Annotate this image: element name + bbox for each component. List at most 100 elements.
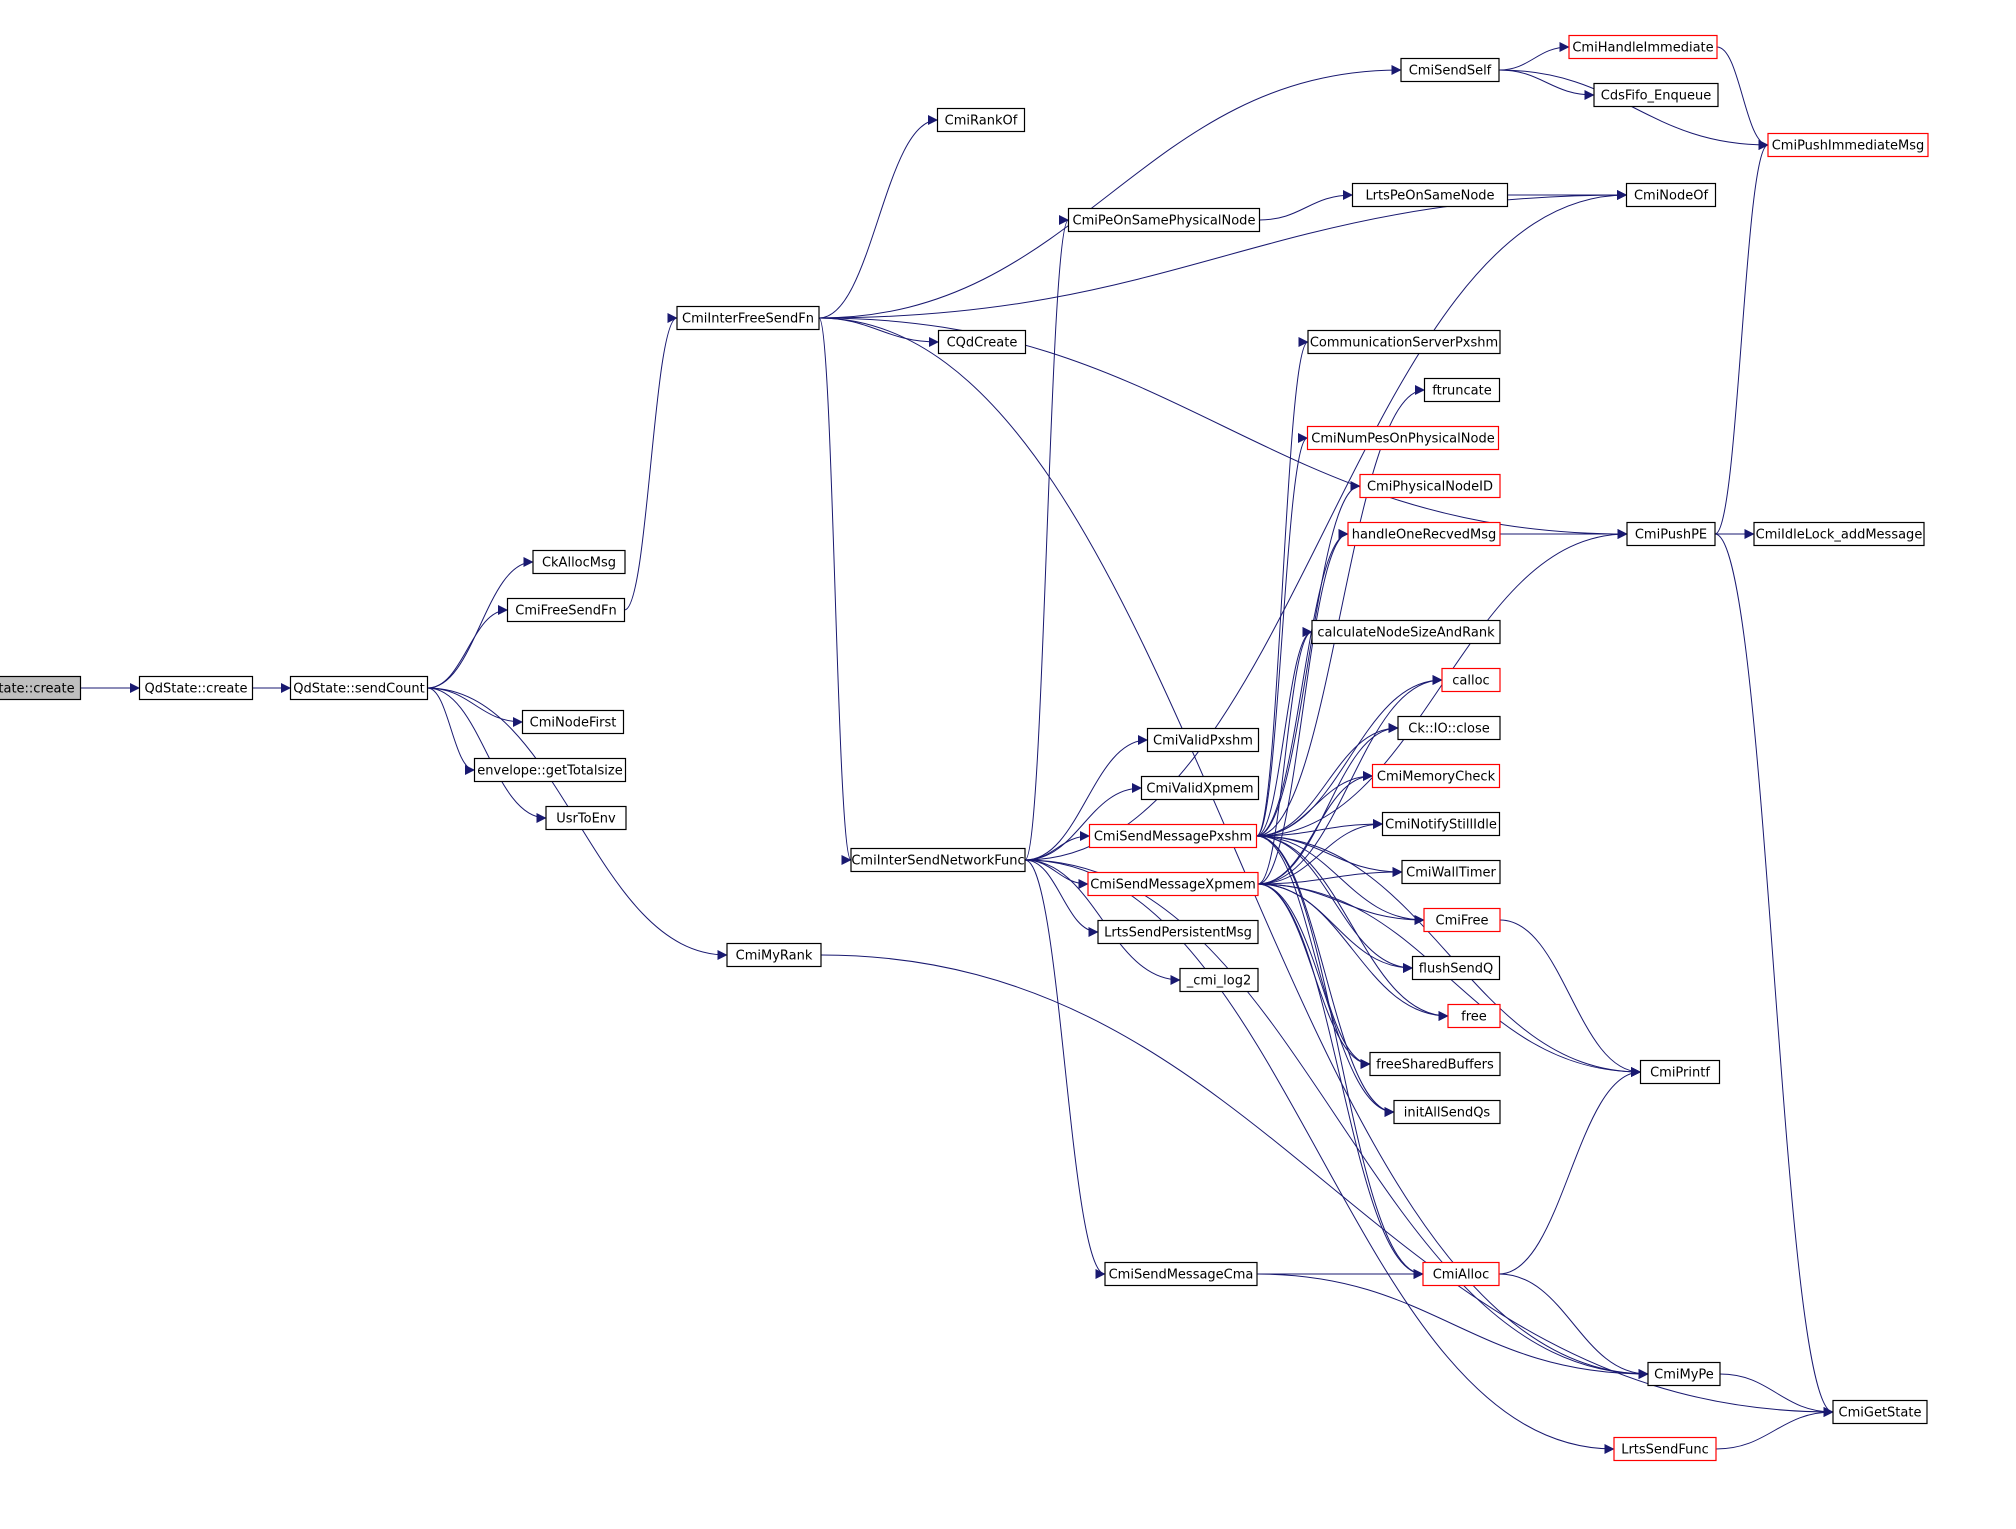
node-communicationserverpxshm[interactable]: CommunicationServerPxshm — [1307, 329, 1501, 355]
node-box — [850, 847, 1026, 873]
edge-cmifree-to-cmiprintf — [1499, 919, 1641, 1077]
node-label: CmiRankOf — [945, 114, 1018, 129]
node-box — [1400, 57, 1500, 83]
edge-cmipushpe-to-cmigetstate — [1714, 533, 1834, 1417]
node-cmiphysicalnodeid[interactable]: CmiPhysicalNodeID — [1359, 473, 1501, 499]
edge-cmipushpe-to-cmipushimmediatemsg — [1714, 140, 1769, 535]
node-box — [521, 709, 625, 735]
node-lrtssendfunc[interactable]: LrtsSendFunc — [1613, 1436, 1717, 1462]
node-lrtspeonsamenode[interactable]: LrtsPeOnSameNode — [1351, 182, 1509, 208]
edge-cmiintersendnetworkfunc-to-lrtssendpersistentmsg — [1024, 859, 1099, 937]
node-cmivalidpxshm[interactable]: CmiValidPxshm — [1146, 727, 1260, 753]
node-cmimemorycheck[interactable]: CmiMemoryCheck — [1371, 763, 1501, 789]
node-box — [1625, 182, 1717, 208]
edge-qdstate_sendcount-to-cminodefirst — [427, 687, 523, 727]
node-free[interactable]: free — [1447, 1003, 1501, 1029]
node-label: CmiPrintf — [1650, 1066, 1710, 1081]
node-usrtoenv[interactable]: UsrToEnv — [545, 805, 627, 831]
node-cmirankof[interactable]: CmiRankOf — [936, 107, 1026, 133]
node-cminotifystillidle[interactable]: CmiNotifyStillIdle — [1381, 811, 1501, 837]
node-cmi_log2[interactable]: _cmi_log2 — [1179, 967, 1259, 993]
node-label: envelope::getTotalsize — [477, 764, 622, 779]
node-cmisendmessagexpmem[interactable]: CmiSendMessageXpmem — [1087, 871, 1259, 897]
edge-cmialloc-to-cmiprintf — [1498, 1067, 1641, 1275]
node-box — [1146, 727, 1260, 753]
node-label: initAllSendQs — [1404, 1106, 1491, 1121]
node-box — [1832, 1399, 1928, 1425]
edge-cmisendself-to-cdsfifo_enqueue — [1498, 69, 1595, 100]
node-box — [1647, 1361, 1721, 1387]
node-cdsfifo_enqueue[interactable]: CdsFifo_Enqueue — [1593, 82, 1719, 108]
node-cqdcreate[interactable]: CQdCreate — [937, 329, 1027, 355]
node-cmifree[interactable]: CmiFree — [1423, 907, 1501, 933]
node-calloc[interactable]: calloc — [1441, 667, 1501, 693]
node-box — [1104, 1261, 1258, 1287]
node-cmigetstate[interactable]: CmiGetState — [1832, 1399, 1928, 1425]
edge-cmisendself-to-cmihandleimmediate — [1498, 42, 1570, 71]
edge-cmisendmessagexpmem-to-calculatenodesizeandrank — [1257, 627, 1313, 885]
node-label: CmiAlloc — [1433, 1268, 1490, 1283]
edge-cmisendmessagexpmem-to-initallsendqs — [1257, 883, 1395, 1117]
node-box — [532, 549, 626, 575]
node-label: CmiSendMessageCma — [1109, 1268, 1254, 1283]
node-cminodefirst[interactable]: CmiNodeFirst — [521, 709, 625, 735]
call-edges — [80, 42, 1834, 1454]
node-label: CmiInterFreeSendFn — [682, 312, 814, 327]
node-cmipushimmediatemsg[interactable]: CmiPushImmediateMsg — [1767, 132, 1929, 158]
node-cmipeonsamephysicalnode[interactable]: CmiPeOnSamePhysicalNode — [1067, 207, 1261, 233]
node-qdstate_sendcount[interactable]: QdState::sendCount — [289, 675, 429, 701]
edge-cmiintersendnetworkfunc-to-cmivalidpxshm — [1024, 735, 1148, 861]
edge-cmiintersendnetworkfunc-to-cmisendmessagepxshm — [1024, 831, 1090, 861]
edge-cmisendmessagepxshm-to-cmiwalltimer — [1256, 835, 1403, 877]
node-cminodeof[interactable]: CmiNodeOf — [1625, 182, 1717, 208]
node-label: CmiFree — [1436, 914, 1489, 929]
node-initallsendqs[interactable]: initAllSendQs — [1393, 1099, 1501, 1125]
node-box — [545, 805, 627, 831]
node-lrtssendpersistentmsg[interactable]: LrtsSendPersistentMsg — [1097, 919, 1259, 945]
node-cmivalidxpmem[interactable]: CmiValidXpmem — [1140, 775, 1260, 801]
node-cmialloc[interactable]: CmiAlloc — [1422, 1261, 1500, 1287]
node-cmimyrank[interactable]: CmiMyRank — [726, 942, 822, 968]
node-cmipushpe[interactable]: CmiPushPE — [1626, 521, 1716, 547]
node-cmifreesendfn[interactable]: CmiFreeSendFn — [506, 597, 626, 623]
node-cmimype[interactable]: CmiMyPe — [1647, 1361, 1721, 1387]
node-cmisendmessagepxshm[interactable]: CmiSendMessagePxshm — [1088, 823, 1258, 849]
node-box — [1423, 907, 1501, 933]
node-ckcorestate_create[interactable]: CkCoreState::create — [0, 675, 82, 701]
node-cmiprintf[interactable]: CmiPrintf — [1639, 1059, 1721, 1085]
node-ckallocmsg[interactable]: CkAllocMsg — [532, 549, 626, 575]
node-qdstate_create[interactable]: QdState::create — [138, 675, 254, 701]
node-box — [1397, 715, 1501, 741]
node-label: LrtsSendPersistentMsg — [1104, 926, 1252, 941]
node-envelope_gettotalsize[interactable]: envelope::getTotalsize — [473, 757, 627, 783]
edge-cmisendmessagepxshm-to-initallsendqs — [1256, 835, 1395, 1117]
node-cmiinterfreesendfn[interactable]: CmiInterFreeSendFn — [676, 305, 820, 331]
edge-cmisendmessagexpmem-to-cminotifystillidle — [1257, 819, 1383, 885]
node-cmisendself[interactable]: CmiSendSelf — [1400, 57, 1500, 83]
node-flushsendq[interactable]: flushSendQ — [1411, 955, 1501, 981]
node-box — [1097, 919, 1259, 945]
node-label: freeSharedBuffers — [1376, 1058, 1494, 1073]
node-box — [1381, 811, 1501, 837]
node-cmiidlelock_addmessage[interactable]: CmiIdleLock_addMessage — [1753, 521, 1925, 547]
node-label: CmiSendMessageXpmem — [1090, 878, 1256, 893]
node-handleonerecvedmsg[interactable]: handleOneRecvedMsg — [1347, 521, 1501, 547]
node-freesharedbuffers[interactable]: freeSharedBuffers — [1369, 1051, 1501, 1077]
node-label: LrtsSendFunc — [1621, 1443, 1709, 1458]
node-box — [289, 675, 429, 701]
node-box — [1568, 34, 1718, 60]
node-cmiwalltimer[interactable]: CmiWallTimer — [1401, 859, 1501, 885]
node-label: ftruncate — [1432, 384, 1491, 399]
node-calculatenodesizeandrank[interactable]: calculateNodeSizeAndRank — [1311, 619, 1501, 645]
node-ftruncate[interactable]: ftruncate — [1423, 377, 1501, 403]
node-cmisendmessagecma[interactable]: CmiSendMessageCma — [1104, 1261, 1258, 1287]
node-label: CmiPushPE — [1635, 528, 1707, 543]
edge-cmiinterfreesendfn-to-cmirankof — [818, 115, 938, 319]
edge-cmisendmessagexpmem-to-cmiwalltimer — [1257, 867, 1403, 885]
edge-qdstate_sendcount-to-envelope_gettotalsize — [427, 687, 475, 775]
edge-cmimype-to-cmigetstate — [1719, 1373, 1834, 1417]
node-cmihandleimmediate[interactable]: CmiHandleImmediate — [1568, 34, 1718, 60]
node-ck_io_close[interactable]: Ck::IO::close — [1397, 715, 1501, 741]
node-cmiintersendnetworkfunc[interactable]: CmiInterSendNetworkFunc — [850, 847, 1026, 873]
node-cminumpesonphysicalnode[interactable]: CmiNumPesOnPhysicalNode — [1306, 425, 1500, 451]
